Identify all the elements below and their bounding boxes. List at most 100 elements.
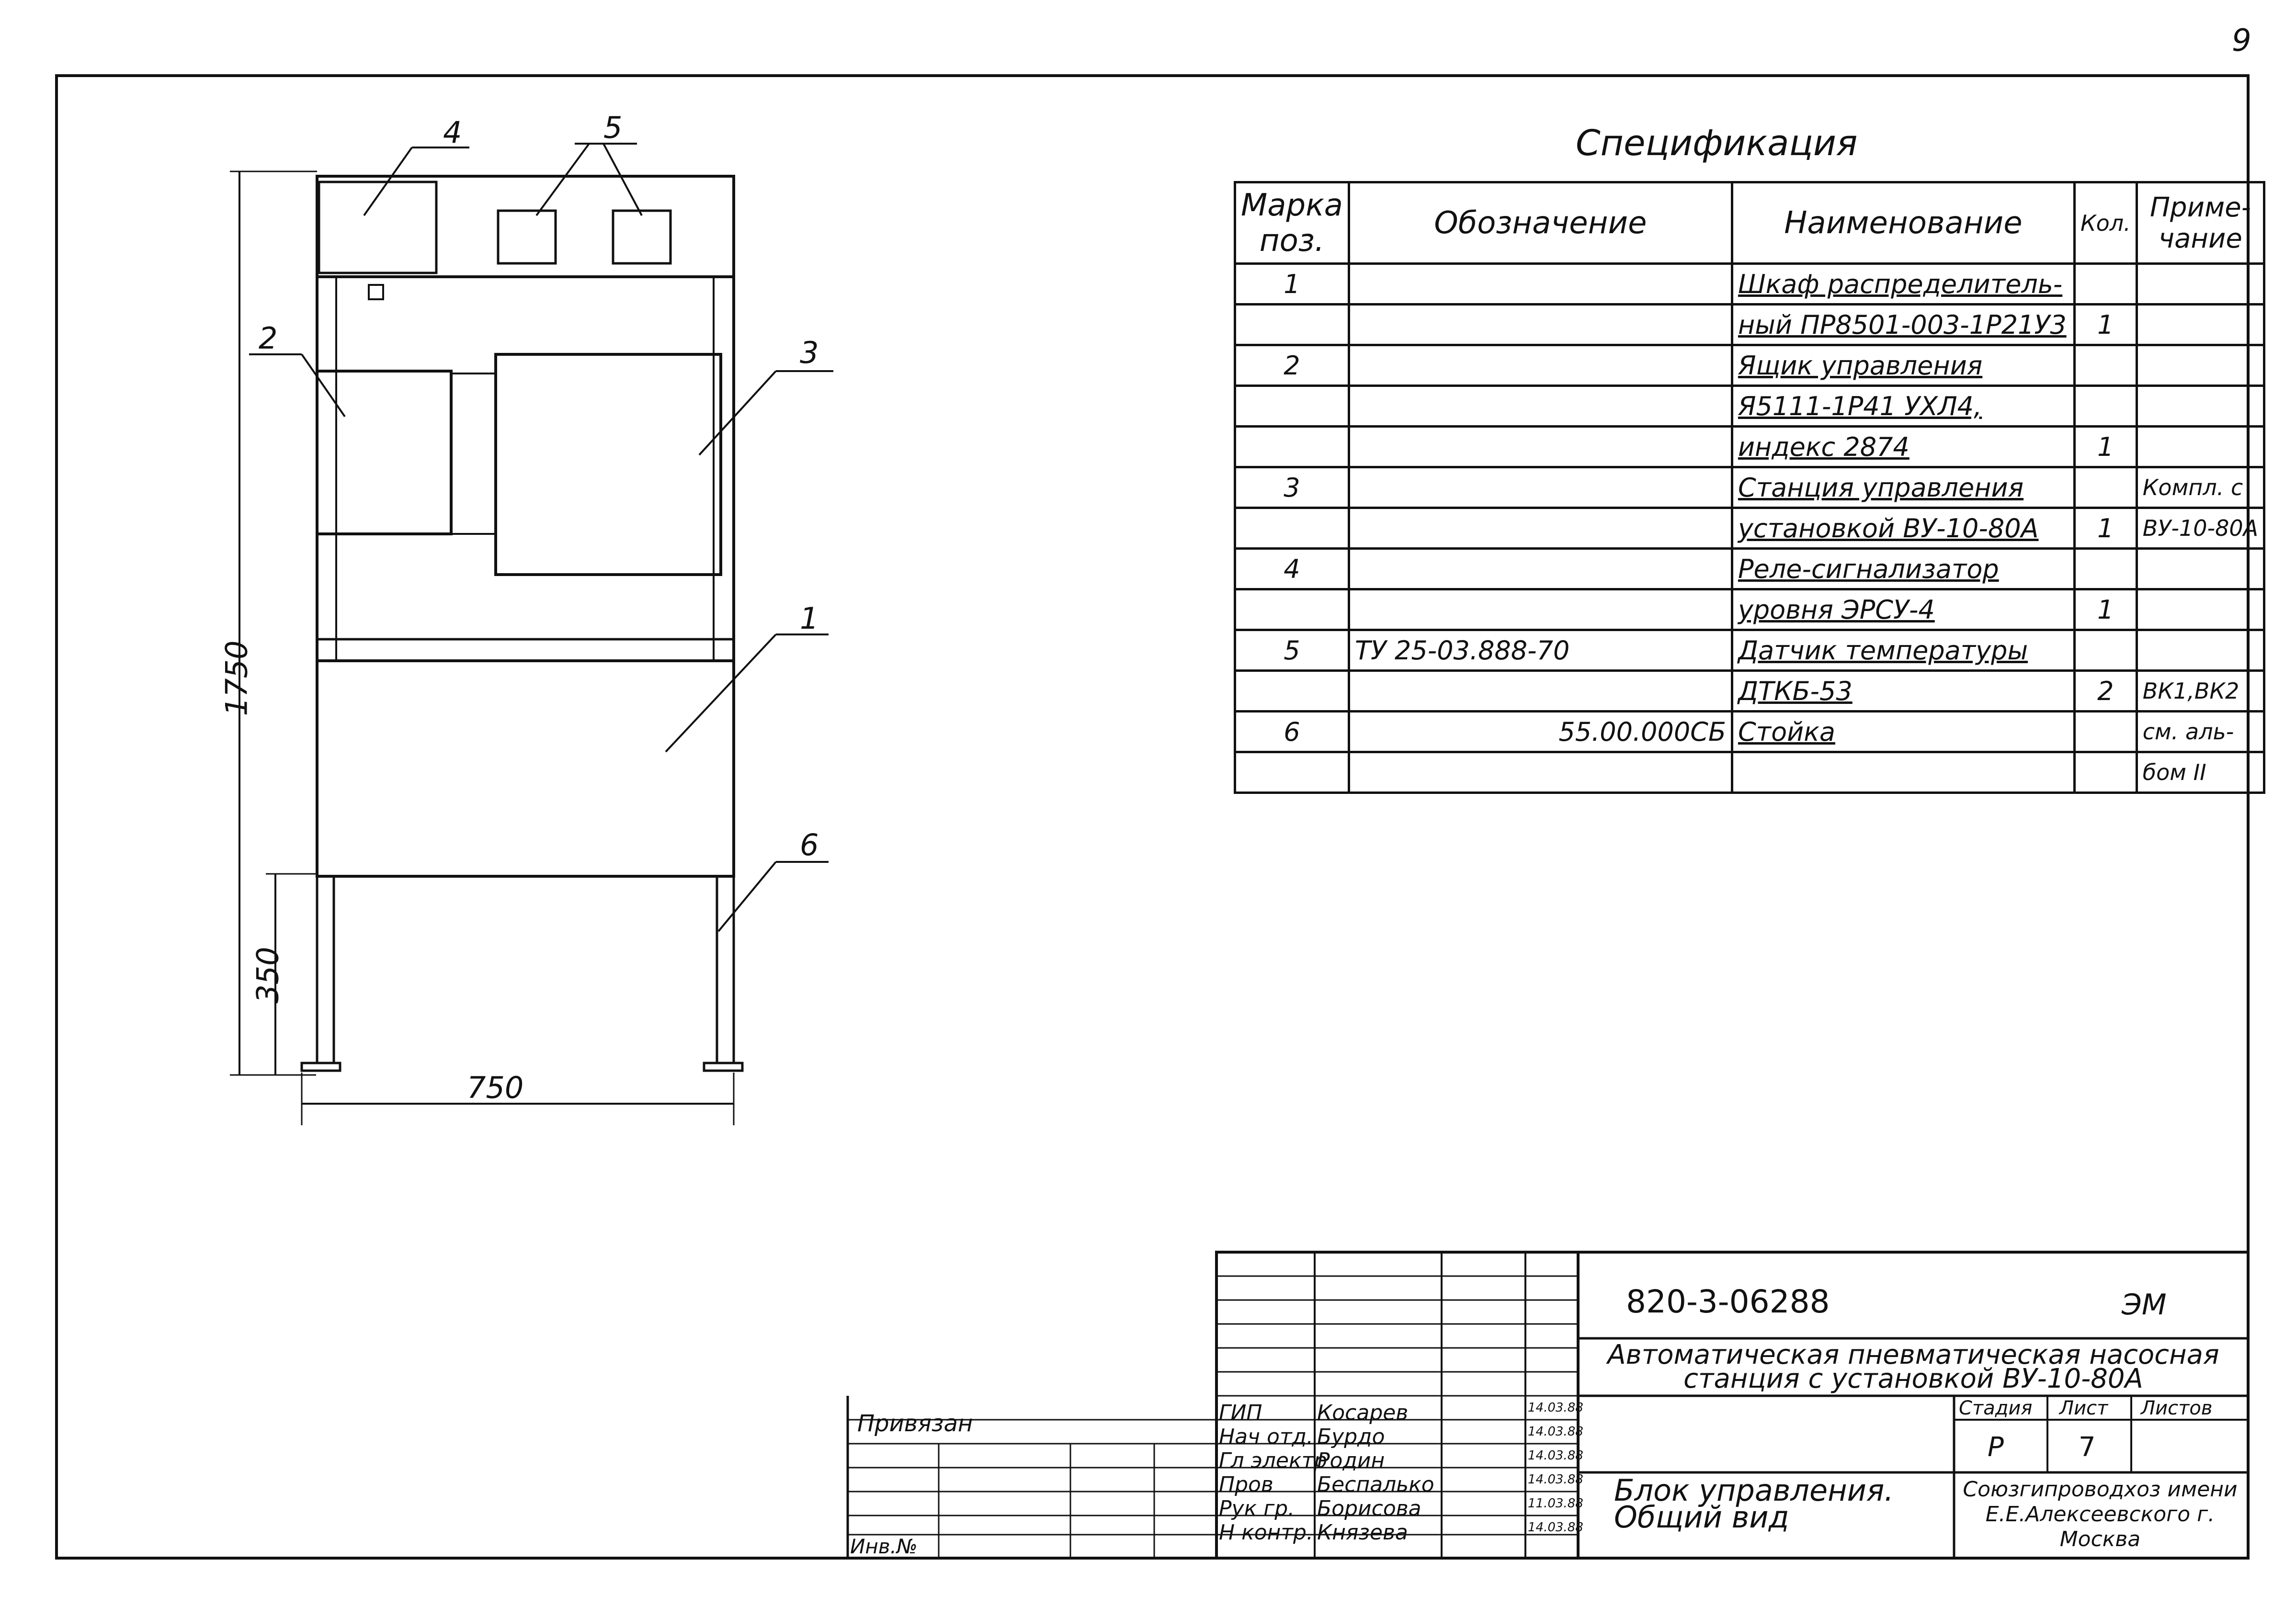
spec-cell-note	[2135, 344, 2266, 387]
spec-cell-qty	[2073, 547, 2138, 590]
header-note: Приме- чание	[2135, 181, 2266, 265]
spec-cell-designation	[1347, 588, 1733, 631]
spec-cell-pos	[1234, 303, 1350, 346]
spec-cell-pos: 3	[1234, 466, 1350, 509]
signatory-date: 14.03.88	[1528, 1472, 1583, 1487]
spec-cell-note	[2135, 385, 2266, 428]
control-station-3	[494, 353, 722, 576]
spec-row: 2 Ящик управления	[1234, 344, 2266, 387]
spec-title: Спецификация	[1576, 123, 1858, 164]
header-name: Наименование	[1730, 181, 2076, 265]
header-mark: Марка поз.	[1234, 181, 1350, 265]
signatory-role: Гл электр	[1219, 1448, 1328, 1473]
spec-cell-name: Датчик температуры	[1730, 629, 2076, 672]
spec-cell-name: ДТКБ-53	[1730, 669, 2076, 713]
spec-cell-designation	[1347, 547, 1733, 590]
spec-cell-designation	[1347, 425, 1733, 468]
spec-cell-note	[2135, 629, 2266, 672]
callout-5: 5	[603, 110, 623, 145]
relay-knob	[368, 284, 384, 300]
spec-cell-note	[2135, 547, 2266, 590]
spec-cell-qty	[2073, 262, 2138, 305]
spec-cell-pos	[1234, 385, 1350, 428]
callout-6: 6	[800, 827, 819, 862]
spec-cell-designation: ТУ 25-03.888-70	[1347, 629, 1733, 672]
signatory-date: 14.03.88	[1528, 1401, 1583, 1415]
spec-cell-pos	[1234, 507, 1350, 550]
spec-row: бом II	[1234, 751, 2266, 794]
spec-cell-designation	[1347, 344, 1733, 387]
spec-cell-designation	[1347, 262, 1733, 305]
spec-cell-designation	[1347, 751, 1733, 794]
stage-label: Стадия	[1959, 1397, 2033, 1419]
top-cabinet	[316, 175, 735, 278]
spec-cell-name: ный ПР8501-003-1Р21У3	[1730, 303, 2076, 346]
spec-cell-name: Стойка	[1730, 710, 2076, 753]
signatory-role: ГИП	[1219, 1401, 1262, 1425]
signatory-name: Беспалько	[1317, 1472, 1434, 1497]
spec-cell-note	[2135, 262, 2266, 305]
spec-cell-designation	[1347, 669, 1733, 713]
spec-cell-note: см. аль-	[2135, 710, 2266, 753]
spec-cell-name: уровня ЭРСУ-4	[1730, 588, 2076, 631]
sheets-label: Листов	[2141, 1397, 2213, 1419]
spec-cell-qty	[2073, 710, 2138, 753]
spec-cell-note	[2135, 588, 2266, 631]
callout-1: 1	[800, 601, 819, 636]
spec-cell-pos: 1	[1234, 262, 1350, 305]
header-qty: Кол.	[2073, 181, 2138, 265]
section-code: ЭМ	[2122, 1288, 2167, 1322]
signatory-name: Родин	[1317, 1448, 1385, 1473]
relay-box	[318, 181, 438, 274]
spec-cell-name	[1730, 751, 2076, 794]
signatory-role: Рук гр.	[1219, 1496, 1295, 1521]
spec-cell-qty	[2073, 385, 2138, 428]
spec-row: Я5111-1Р41 УХЛ4,	[1234, 385, 2266, 428]
sheet-value: 7	[2079, 1432, 2096, 1463]
spec-cell-name: установкой ВУ-10-80А	[1730, 507, 2076, 550]
sensor-box-right	[612, 209, 672, 265]
spec-cell-note	[2135, 425, 2266, 468]
spec-cell-designation	[1347, 507, 1733, 550]
spec-cell-pos: 2	[1234, 344, 1350, 387]
signatory-date: 11.03.88	[1528, 1496, 1583, 1511]
spec-cell-name: Шкаф распределитель-	[1730, 262, 2076, 305]
sheet-title: Блок управления. Общий вид	[1614, 1473, 1894, 1535]
spec-cell-name: индекс 2874	[1730, 425, 2076, 468]
spec-header-row: Марка поз. Обозначение Наименование Кол.…	[1234, 181, 2266, 265]
spec-cell-note	[2135, 303, 2266, 346]
spec-cell-designation: 55.00.000СБ	[1347, 710, 1733, 753]
page-number: 9	[2232, 23, 2251, 58]
signatory-role: Н контр.	[1219, 1520, 1313, 1545]
spec-cell-pos	[1234, 751, 1350, 794]
dimension-width: 750	[467, 1070, 524, 1105]
spec-cell-note: ВК1,ВК2	[2135, 669, 2266, 713]
spec-cell-pos: 4	[1234, 547, 1350, 590]
control-box-2	[316, 370, 453, 535]
spec-row: 1 Шкаф распределитель-	[1234, 262, 2266, 305]
inventory-label: Инв.№	[850, 1535, 918, 1558]
organization: Союзгипроводхоз имени Е.Е.Алексеевского …	[1963, 1477, 2238, 1551]
header-designation: Обозначение	[1347, 181, 1733, 265]
signatory-role: Нач отд.	[1219, 1425, 1313, 1449]
spec-cell-note: бом II	[2135, 751, 2266, 794]
spec-cell-name: Ящик управления	[1730, 344, 2076, 387]
spec-cell-qty: 1	[2073, 588, 2138, 631]
callout-2: 2	[259, 321, 278, 356]
spec-cell-pos: 6	[1234, 710, 1350, 753]
signatory-date: 14.03.88	[1528, 1520, 1583, 1535]
spec-cell-pos	[1234, 588, 1350, 631]
sheet-frame	[55, 74, 2250, 1560]
spec-cell-designation	[1347, 303, 1733, 346]
spec-cell-pos: 5	[1234, 629, 1350, 672]
project-title: Автоматическая пневматическая насосная с…	[1607, 1339, 2219, 1394]
signatory-name: Князева	[1317, 1520, 1408, 1545]
spec-cell-name: Я5111-1Р41 УХЛ4,	[1730, 385, 2076, 428]
